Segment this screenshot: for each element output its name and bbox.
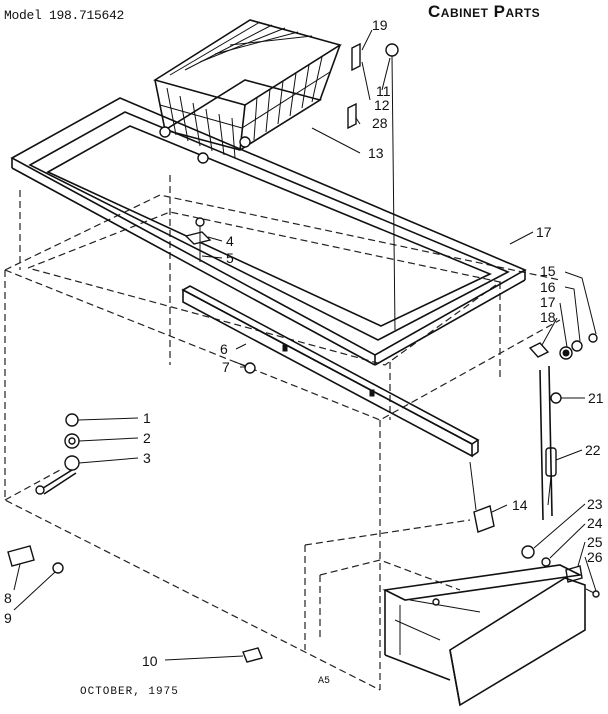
callout-17: 17 xyxy=(540,294,556,310)
callout-7: 7 xyxy=(222,359,230,375)
divider-rail xyxy=(181,285,480,458)
callout-24: 24 xyxy=(587,515,603,531)
callout-3: 3 xyxy=(143,450,151,466)
callout-8: 8 xyxy=(4,590,12,606)
cabinet-outline xyxy=(4,175,561,691)
callout-1: 1 xyxy=(143,410,151,426)
leader-lines xyxy=(13,29,597,661)
callout-26: 26 xyxy=(587,549,603,565)
model-number: Model 198.715642 xyxy=(4,8,125,23)
callout-5: 5 xyxy=(226,250,234,266)
wire-basket xyxy=(153,19,342,164)
callout-28: 28 xyxy=(372,115,388,131)
callout-19: 17 xyxy=(536,224,552,240)
callout-9: 9 xyxy=(4,610,12,626)
callout-2: 2 xyxy=(143,430,151,446)
callout-11: 11 xyxy=(376,83,391,99)
callout-13: 13 xyxy=(368,145,384,161)
callout-6: 6 xyxy=(220,341,228,357)
callout-23: 23 xyxy=(587,496,603,512)
hinge-parts xyxy=(347,42,399,331)
callout-10: 10 xyxy=(142,653,158,669)
callout-12: 12 xyxy=(374,97,390,113)
callout-21: 21 xyxy=(588,390,604,406)
revision-date: OCTOBER, 1975 xyxy=(80,686,179,698)
machine-compartment xyxy=(382,564,586,707)
page-code: A5 xyxy=(318,676,331,687)
lid-frame xyxy=(10,97,527,366)
callout-4: 4 xyxy=(226,233,234,249)
callout-14: 14 xyxy=(512,497,528,513)
callout-labels: 19 11 12 28 13 17 4 5 6 7 1 2 3 8 9 10 1… xyxy=(4,17,604,669)
callout-18: 18 xyxy=(540,309,556,325)
page-title: Cabinet Parts xyxy=(428,2,541,21)
small-parts xyxy=(7,217,600,663)
callout-27: 19 xyxy=(372,17,388,33)
callout-25: 25 xyxy=(587,534,603,550)
callout-15: 15 xyxy=(540,263,556,279)
callout-16: 16 xyxy=(540,279,556,295)
callout-22: 22 xyxy=(585,442,601,458)
